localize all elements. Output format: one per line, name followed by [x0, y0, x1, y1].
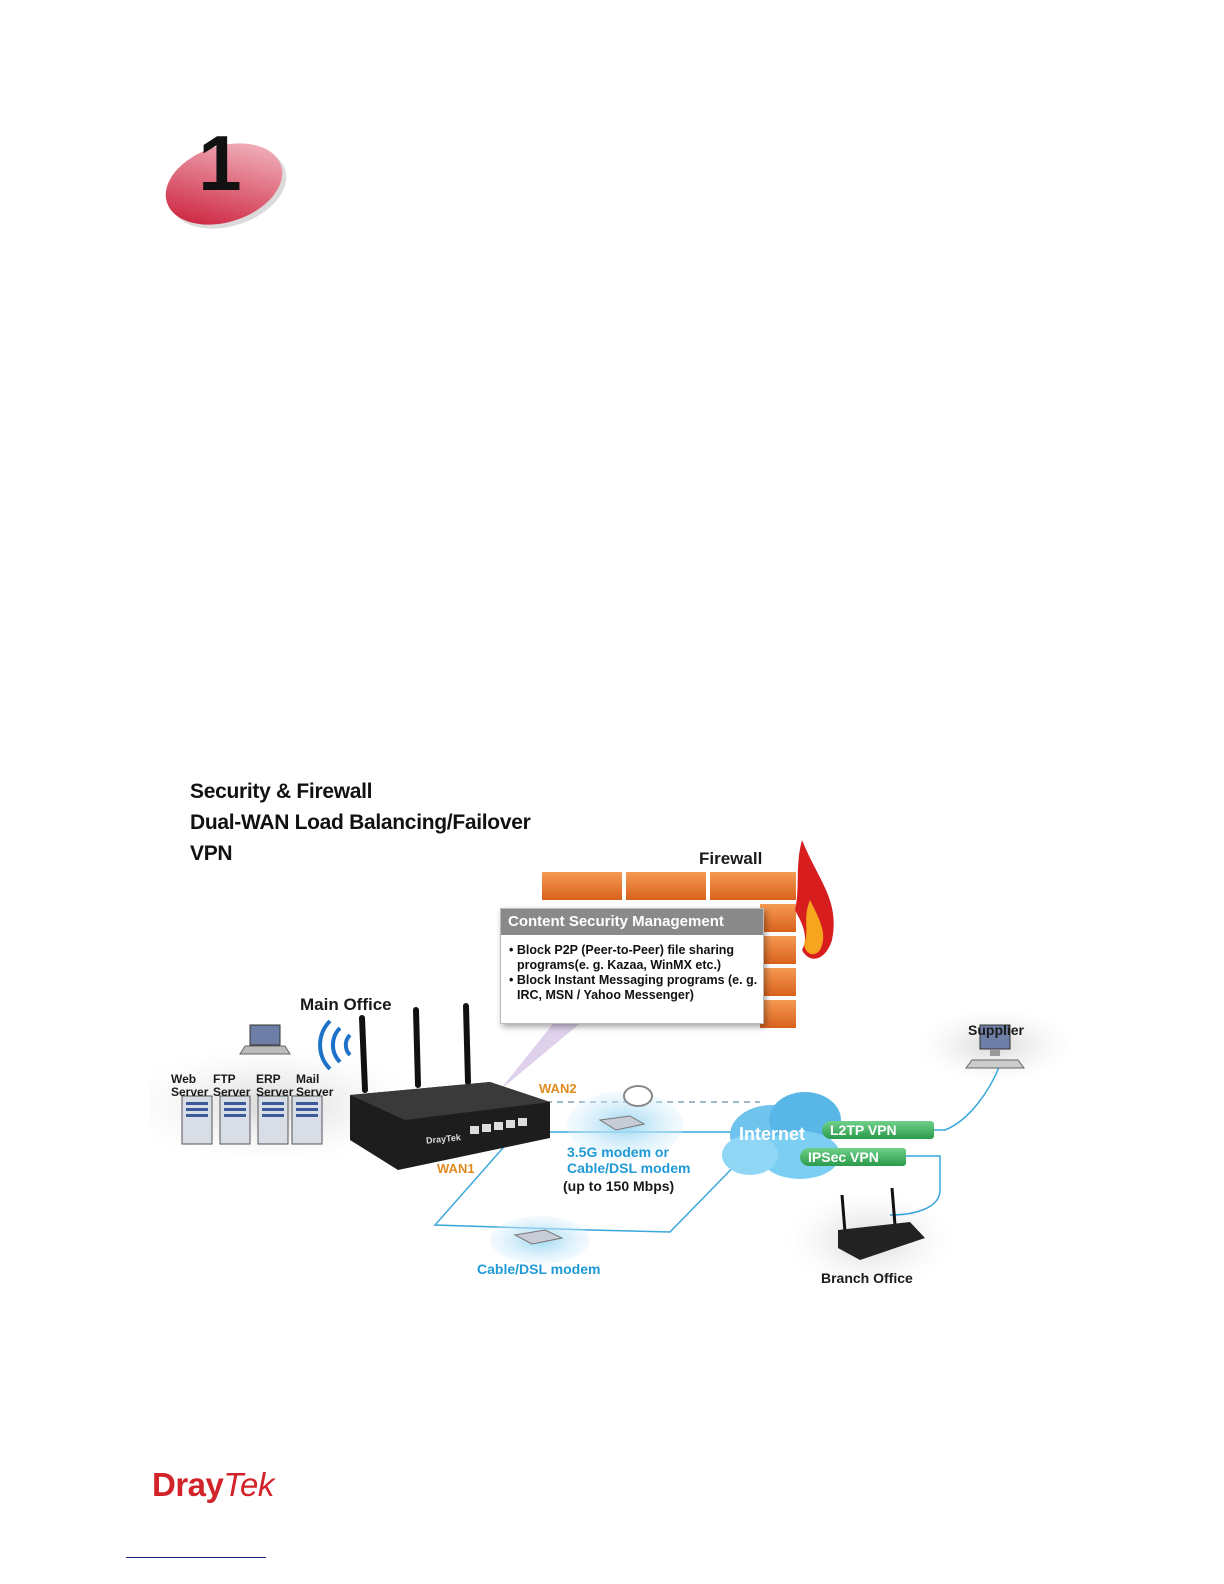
content-security-title: Content Security Management: [501, 909, 763, 935]
supplier-label: Supplier: [968, 1022, 1025, 1038]
content-security-item: Block P2P (Peer-to-Peer) file sharing pr…: [509, 943, 763, 973]
antenna-dongle-icon: [623, 1085, 653, 1107]
modem-speed-label: (up to 150 Mbps): [563, 1178, 675, 1194]
supplier-pc-icon: [965, 1024, 1025, 1069]
main-office-label: Main Office: [300, 995, 392, 1014]
wifi-icon: [318, 1019, 352, 1071]
router-branch-icon: [838, 1187, 925, 1260]
content-security-box: Content Security Management Block P2P (P…: [500, 908, 764, 1024]
content-security-item: Block Instant Messaging programs (e. g. …: [509, 973, 763, 1003]
content-security-list: Block P2P (Peer-to-Peer) file sharing pr…: [501, 943, 763, 1003]
server-icons: [181, 1095, 323, 1145]
callout-pointer: [500, 1015, 590, 1090]
network-diagram: [150, 840, 1070, 1290]
feature-heading-security: Security & Firewall: [190, 780, 373, 803]
feature-heading-vpn: VPN: [190, 842, 233, 865]
chapter-number: 1: [198, 119, 242, 207]
firewall-label: Firewall: [699, 849, 763, 868]
feature-heading-dual-wan: Dual-WAN Load Balancing/Failover: [190, 811, 531, 834]
modem-3g-label: 3.5G modem or Cable/DSL modem: [567, 1144, 691, 1176]
router-main-icon: [350, 1003, 550, 1170]
cable-modem-label: Cable/DSL modem: [477, 1261, 601, 1277]
internet-label: Internet: [739, 1124, 806, 1144]
wan2-label: WAN2: [539, 1081, 577, 1096]
wan1-label: WAN1: [437, 1161, 475, 1176]
laptop-icon: [239, 1024, 291, 1055]
cable-modem-icon: [513, 1229, 564, 1245]
chapter-badge: [165, 143, 287, 229]
draytek-logo: DrayTek: [152, 1466, 274, 1503]
ipsec-vpn-tag: IPSec VPN: [800, 1148, 906, 1166]
modem-3g-icon: [598, 1115, 646, 1131]
footer-rule: [126, 1557, 266, 1558]
branch-office-label: Branch Office: [821, 1270, 913, 1286]
flame-icon: [795, 840, 834, 959]
firewall-wall: [542, 872, 796, 1028]
l2tp-vpn-tag: L2TP VPN: [822, 1121, 934, 1139]
